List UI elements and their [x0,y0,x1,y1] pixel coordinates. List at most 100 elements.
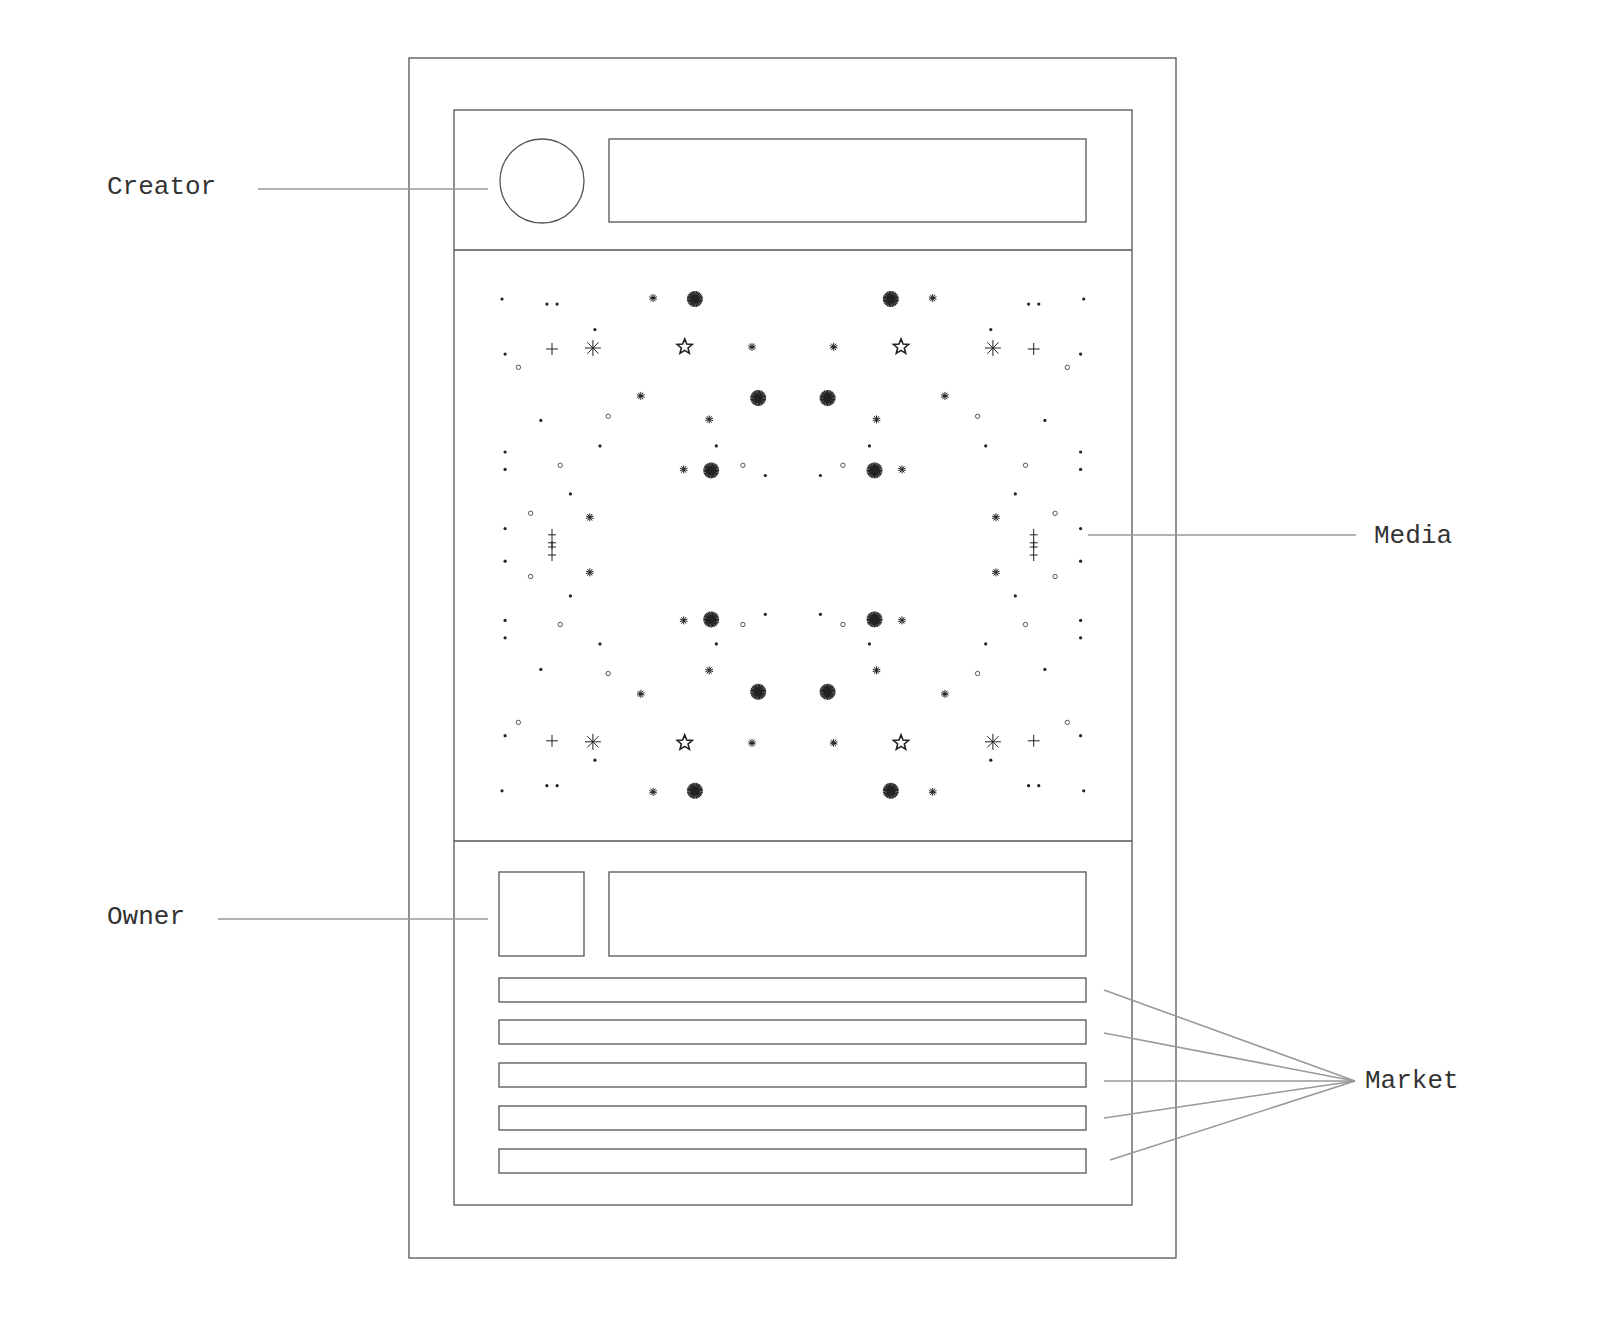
leader-line [1088,534,1356,536]
star-mark [546,343,558,355]
star-mark [992,568,1000,576]
star-mark [504,450,507,453]
star-mark [1079,353,1082,356]
star-mark [606,414,610,418]
star-mark [504,353,507,356]
star-mark [841,463,845,467]
star-mark [893,339,908,353]
star-mark [867,462,883,478]
star-mark [1037,303,1040,306]
star-mark [516,365,520,369]
creator-avatar [500,139,584,223]
star-mark [989,328,992,331]
star-mark [1079,619,1082,622]
star-mark [830,739,838,747]
star-mark [569,492,572,495]
star-mark [748,739,756,747]
star-mark [1079,450,1082,453]
star-mark [593,328,596,331]
star-mark [637,690,645,698]
creator-name-bar [609,139,1086,222]
leader-line [1110,1081,1355,1160]
star-mark [868,444,871,447]
star-mark [820,390,836,406]
star-mark [705,415,713,423]
divider [454,840,1132,841]
star-mark [748,343,756,351]
star-mark [637,392,645,400]
star-mark [868,642,871,645]
star-mark [867,611,883,627]
star-mark [1053,511,1057,515]
star-mark [558,463,562,467]
star-mark [504,560,507,563]
star-mark [992,513,1000,521]
part-label: Media [1374,521,1452,552]
star-mark [545,784,548,787]
star-mark [883,783,899,799]
star-mark [680,616,688,624]
star-mark [705,666,713,674]
star-mark [528,511,532,515]
star-mark [558,622,562,626]
star-mark [556,784,559,787]
star-mark [975,414,979,418]
star-mark [598,642,601,645]
star-mark [1027,303,1030,306]
star-mark [1065,720,1069,724]
star-mark [680,465,688,473]
star-mark [687,291,703,307]
star-mark [504,619,507,622]
star-mark [548,541,556,561]
star-mark [1053,574,1057,578]
star-mark [898,465,906,473]
market-bar [499,978,1086,1002]
star-mark [741,622,745,626]
star-mark [741,463,745,467]
star-field [500,291,1085,799]
star-mark [989,759,992,762]
star-mark [606,671,610,675]
star-mark [820,684,836,700]
star-mark [546,735,558,747]
market-bar [499,1063,1086,1087]
star-mark [500,297,503,300]
star-mark [941,392,949,400]
star-mark [586,568,594,576]
star-mark [1079,468,1082,471]
star-mark [941,690,949,698]
star-mark [649,294,657,302]
star-mark [677,735,692,749]
leader-line [258,188,488,190]
star-mark [1082,297,1085,300]
owner-avatar [499,872,584,956]
divider [454,249,1132,250]
leader-line [1104,990,1355,1081]
star-mark [1043,668,1046,671]
market-bar [499,1020,1086,1044]
star-mark [985,734,1001,750]
star-mark [593,759,596,762]
market-bar [499,1106,1086,1130]
card-frame [454,110,1132,1205]
star-mark [1030,541,1038,561]
star-mark [764,474,767,477]
star-mark [984,444,987,447]
star-mark [898,616,906,624]
star-mark [873,666,881,674]
star-mark [703,462,719,478]
star-mark [585,734,601,750]
star-mark [715,444,718,447]
star-mark [1028,343,1040,355]
star-mark [929,788,937,796]
star-mark [985,340,1001,356]
star-mark [984,642,987,645]
star-mark [677,339,692,353]
star-mark [1079,734,1082,737]
star-mark [1079,636,1082,639]
star-mark [504,468,507,471]
star-mark [586,513,594,521]
star-mark [1079,527,1082,530]
leader-line [1104,1033,1355,1081]
star-mark [1065,365,1069,369]
